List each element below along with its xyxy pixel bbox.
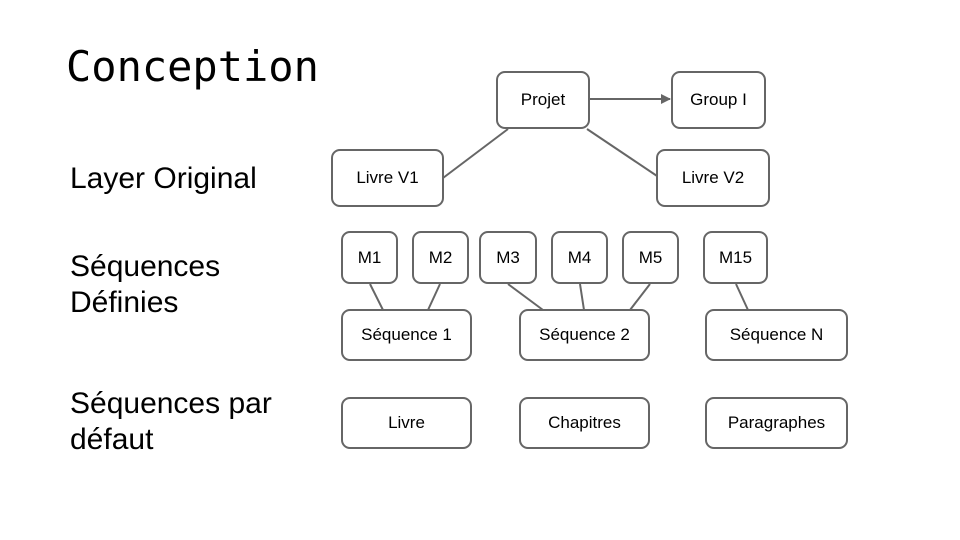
node-livre-v1: Livre V1 xyxy=(331,149,444,207)
row-label-line: Séquences xyxy=(70,250,221,283)
slide-title: Conception xyxy=(66,42,319,91)
node-m4: M4 xyxy=(551,231,608,284)
node-sequence-2: Séquence 2 xyxy=(519,309,650,361)
node-livre: Livre xyxy=(341,397,472,449)
node-m5: M5 xyxy=(622,231,679,284)
edge-m2-sequence-1 xyxy=(427,283,441,311)
edge-m15-sequence-n xyxy=(735,283,749,311)
edge-m4-sequence-2 xyxy=(579,283,585,311)
node-chapitres: Chapitres xyxy=(519,397,650,449)
node-m2: M2 xyxy=(412,231,469,284)
node-sequence-1: Séquence 1 xyxy=(341,309,472,361)
node-projet: Projet xyxy=(496,71,590,129)
edge-projet-livre-v2 xyxy=(586,128,661,179)
node-group-i: Group I xyxy=(671,71,766,129)
row-label-sequences-defaut: Séquences par défaut xyxy=(70,386,272,458)
row-label-line: défaut xyxy=(70,423,154,456)
row-label-line: Définies xyxy=(70,286,179,319)
node-m15: M15 xyxy=(703,231,768,284)
row-label-sequences-definies: Séquences Définies xyxy=(70,249,220,321)
edge-m1-sequence-1 xyxy=(369,283,384,311)
edge-m5-sequence-2 xyxy=(629,283,651,311)
row-label-line: Séquences par xyxy=(70,387,272,420)
node-m3: M3 xyxy=(479,231,537,284)
node-m1: M1 xyxy=(341,231,398,284)
node-sequence-n: Séquence N xyxy=(705,309,848,361)
edge-m3-sequence-2 xyxy=(507,283,544,311)
row-label-layer-original: Layer Original xyxy=(70,162,257,195)
node-livre-v2: Livre V2 xyxy=(656,149,770,207)
node-paragraphes: Paragraphes xyxy=(705,397,848,449)
edge-projet-livre-v1 xyxy=(442,128,509,179)
